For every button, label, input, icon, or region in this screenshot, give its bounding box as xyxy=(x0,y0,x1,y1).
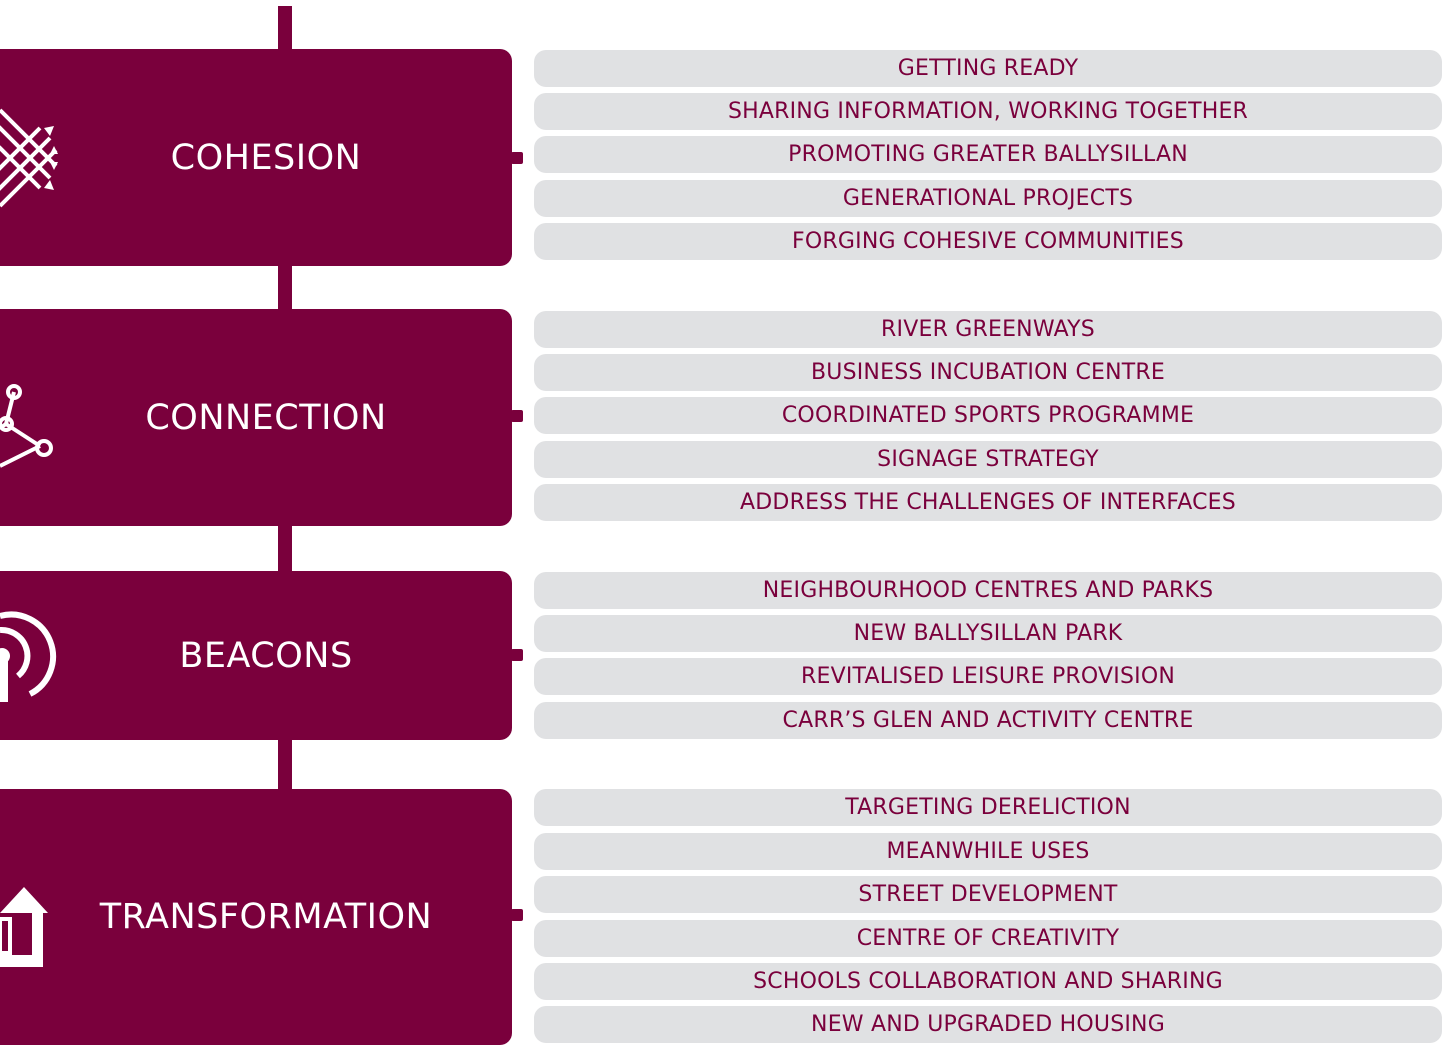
list-item: TARGETING DERELICTION xyxy=(534,789,1442,826)
list-item: GETTING READY xyxy=(534,50,1442,87)
theme-box-beacons: BEACONS xyxy=(0,571,523,740)
spine-cohesion-connection xyxy=(278,264,292,312)
spine-connection-beacons xyxy=(278,524,292,574)
list-item: ADDRESS THE CHALLENGES OF INTERFACES xyxy=(534,484,1442,521)
broadcast-beacon-icon xyxy=(0,586,60,726)
list-item: SIGNAGE STRATEGY xyxy=(534,441,1442,478)
list-item: SHARING INFORMATION, WORKING TOGETHER xyxy=(534,93,1442,130)
theme-box-transformation: TRANSFORMATION xyxy=(0,789,523,1045)
theme-label-connection: CONNECTION xyxy=(145,397,387,438)
theme-box-cohesion: COHESION xyxy=(0,49,523,266)
list-item: RIVER GREENWAYS xyxy=(534,311,1442,348)
list-item: BUSINESS INCUBATION CENTRE xyxy=(534,354,1442,391)
spine-beacons-transformation xyxy=(278,738,292,792)
list-item: MEANWHILE USES xyxy=(534,833,1442,870)
theme-label-cohesion: COHESION xyxy=(170,137,362,178)
upward-arrow-building-icon xyxy=(0,847,60,987)
woven-mesh-icon xyxy=(0,88,60,228)
list-item: NEW AND UPGRADED HOUSING xyxy=(534,1006,1442,1043)
list-item: GENERATIONAL PROJECTS xyxy=(534,180,1442,217)
list-item: NEW BALLYSILLAN PARK xyxy=(534,615,1442,652)
theme-label-transformation: TRANSFORMATION xyxy=(99,897,433,937)
spine-top xyxy=(278,6,292,52)
list-item: NEIGHBOURHOOD CENTRES AND PARKS xyxy=(534,572,1442,609)
list-item: CENTRE OF CREATIVITY xyxy=(534,920,1442,957)
list-item: SCHOOLS COLLABORATION AND SHARING xyxy=(534,963,1442,1000)
theme-box-connection: CONNECTION xyxy=(0,309,523,526)
network-nodes-icon xyxy=(0,348,60,488)
list-item: PROMOTING GREATER BALLYSILLAN xyxy=(534,136,1442,173)
theme-label-beacons: BEACONS xyxy=(179,635,353,676)
connector-cohesion xyxy=(511,152,523,164)
list-item: REVITALISED LEISURE PROVISION xyxy=(534,658,1442,695)
list-item: STREET DEVELOPMENT xyxy=(534,876,1442,913)
list-item: FORGING COHESIVE COMMUNITIES xyxy=(534,223,1442,260)
list-item: CARR’S GLEN AND ACTIVITY CENTRE xyxy=(534,702,1442,739)
connector-beacons xyxy=(511,649,523,661)
connector-connection xyxy=(511,410,523,422)
connector-transformation xyxy=(511,909,523,921)
list-item: COORDINATED SPORTS PROGRAMME xyxy=(534,397,1442,434)
